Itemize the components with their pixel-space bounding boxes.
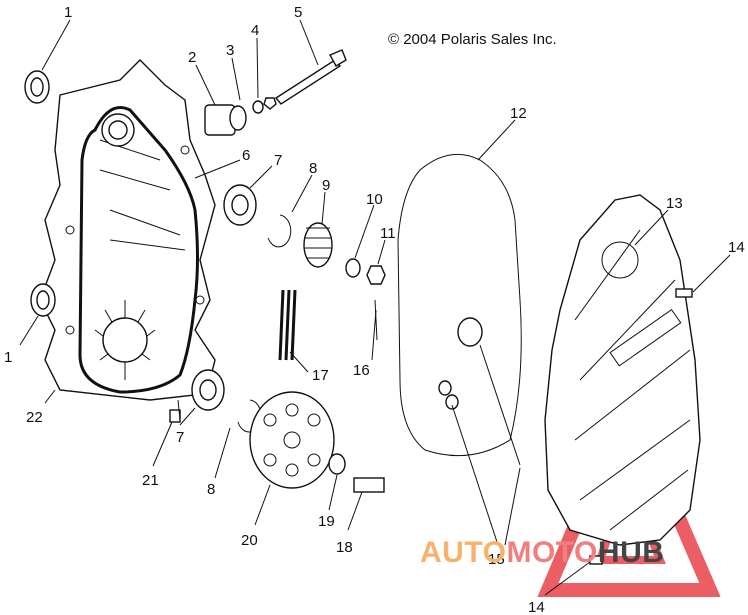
callout-6: 6 [242, 147, 250, 164]
callout-4: 4 [251, 22, 259, 39]
seal-upper [24, 70, 50, 104]
callout-17: 17 [312, 367, 329, 384]
callout-8-upper: 8 [309, 160, 317, 177]
callout-12: 12 [510, 105, 527, 122]
copyright-text: © 2004 Polaris Sales Inc. [388, 31, 557, 48]
callout-labels: 1 1 2 3 4 5 6 7 8 9 10 11 12 13 14 14 15… [4, 4, 745, 615]
cover-gasket [397, 153, 522, 457]
callout-13: 13 [666, 195, 683, 212]
callout-19: 19 [318, 513, 335, 530]
callout-7-lower: 7 [176, 429, 184, 446]
watermark-moto: MOTO [506, 536, 597, 569]
lower-gear-group [169, 369, 385, 493]
callout-2: 2 [188, 49, 196, 66]
callout-5: 5 [294, 4, 302, 21]
callout-22: 22 [26, 409, 43, 426]
callout-15: 15 [488, 551, 505, 568]
tensioner-assembly [204, 49, 347, 136]
callout-3: 3 [226, 42, 234, 59]
callout-18: 18 [336, 539, 353, 556]
callout-1-upper: 1 [64, 4, 72, 21]
dipstick-assembly [374, 299, 521, 466]
upper-bearing-group [223, 184, 292, 248]
callout-1-lower: 1 [4, 349, 12, 366]
callout-10: 10 [366, 191, 383, 208]
watermark-auto: AUTO [420, 536, 506, 569]
callout-16: 16 [353, 362, 370, 379]
callout-21: 21 [142, 472, 159, 489]
seal-lower [30, 283, 56, 317]
drive-chain [278, 289, 297, 361]
watermark-hub: HUB [598, 536, 665, 569]
svg-text:AUTOMOTOHUB: AUTOMOTOHUB [420, 536, 664, 569]
callout-11: 11 [380, 225, 396, 242]
leader-lines [19, 19, 731, 596]
callout-9: 9 [322, 177, 330, 194]
callout-20: 20 [241, 532, 258, 549]
watermark-text: AUTOMOTOHUB [420, 536, 664, 569]
callout-8-lower: 8 [207, 481, 215, 498]
callout-14-bottom: 14 [528, 599, 545, 615]
callout-14-right: 14 [728, 239, 745, 256]
inner-chaincase [39, 59, 216, 401]
callout-7-upper: 7 [274, 152, 282, 169]
outer-cover [544, 194, 701, 565]
upper-sprocket [303, 222, 386, 285]
